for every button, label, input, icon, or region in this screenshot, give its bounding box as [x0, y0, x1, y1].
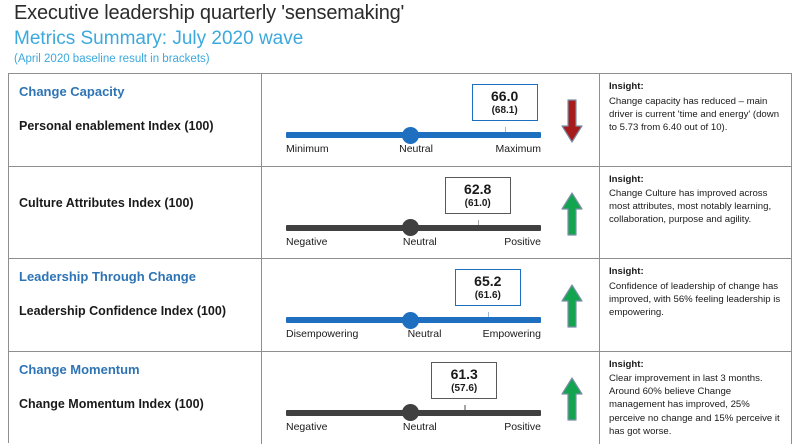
metric-insight-cell: Insight:Change Culture has improved acro…	[600, 167, 792, 259]
insight-text: Change capacity has reduced – main drive…	[609, 95, 782, 135]
metric-category: Change Momentum	[19, 362, 251, 378]
metric-value-callout: 66.0(68.1)	[472, 84, 538, 121]
metric-scale-labels: Minimum Neutral Maximum	[286, 142, 541, 156]
arrow-up-icon	[559, 283, 585, 329]
scale-label-mid: Neutral	[403, 420, 437, 434]
insight-text: Confidence of leadership of change has i…	[609, 280, 782, 320]
arrow-down-icon	[559, 98, 585, 144]
page-subtitle: Metrics Summary: July 2020 wave	[14, 27, 800, 51]
insight-text: Clear improvement in last 3 months. Arou…	[609, 372, 782, 438]
arrow-up-icon	[559, 376, 585, 422]
scale-label-mid: Neutral	[408, 327, 442, 341]
metric-slider-cell: 61.3(57.6) Negative Neutral Positive	[262, 352, 600, 444]
metric-baseline-value: (68.1)	[473, 104, 537, 117]
metric-slider-cell: 66.0(68.1) Minimum Neutral Maximum	[262, 74, 600, 166]
metric-label-cell: Culture Attributes Index (100)	[9, 167, 262, 259]
metric-insight-cell: Insight:Confidence of leadership of chan…	[600, 259, 792, 351]
metric-category: Leadership Through Change	[19, 269, 251, 285]
page-title: Executive leadership quarterly 'sensemak…	[14, 2, 800, 25]
insight-heading: Insight:	[609, 81, 782, 94]
scale-label-right: Maximum	[495, 142, 541, 156]
metric-slider-track[interactable]	[286, 317, 541, 323]
scale-label-right: Positive	[504, 235, 541, 249]
metric-row: Culture Attributes Index (100) 62.8(61.0)…	[9, 167, 792, 260]
scale-label-left: Minimum	[286, 142, 329, 156]
metric-slider-track[interactable]	[286, 132, 541, 138]
metric-current-value: 61.3	[432, 366, 496, 382]
metric-baseline-value: (61.6)	[456, 289, 520, 302]
metric-slider-knob[interactable]	[402, 312, 419, 329]
metric-scale-labels: Negative Neutral Positive	[286, 235, 541, 249]
metric-slider-knob[interactable]	[402, 404, 419, 421]
metric-current-value: 65.2	[456, 273, 520, 289]
scale-label-mid: Neutral	[403, 235, 437, 249]
metric-baseline-value: (57.6)	[432, 382, 496, 395]
scale-label-left: Negative	[286, 235, 327, 249]
metric-slider-track[interactable]	[286, 410, 541, 416]
metric-index-name: Personal enablement Index (100)	[19, 118, 251, 134]
metric-category: Change Capacity	[19, 84, 251, 100]
slide-header: Executive leadership quarterly 'sensemak…	[0, 0, 800, 66]
metric-index-name: Culture Attributes Index (100)	[19, 195, 251, 211]
metric-insight-cell: Insight:Change capacity has reduced – ma…	[600, 74, 792, 166]
scale-label-left: Disempowering	[286, 327, 358, 341]
insight-heading: Insight:	[609, 359, 782, 372]
arrow-up-icon	[559, 191, 585, 237]
metric-slider-track[interactable]	[286, 225, 541, 231]
insight-text: Change Culture has improved across most …	[609, 187, 782, 227]
scale-label-left: Negative	[286, 420, 327, 434]
metric-slider-knob[interactable]	[402, 127, 419, 144]
metric-slider-cell: 62.8(61.0) Negative Neutral Positive	[262, 167, 600, 259]
metric-insight-cell: Insight:Clear improvement in last 3 mont…	[600, 352, 792, 444]
metric-index-name: Change Momentum Index (100)	[19, 396, 251, 412]
metric-value-callout: 61.3(57.6)	[431, 362, 497, 399]
metric-scale-labels: Disempowering Neutral Empowering	[286, 327, 541, 341]
scale-label-right: Positive	[504, 420, 541, 434]
scale-label-mid: Neutral	[399, 142, 433, 156]
metric-current-value: 66.0	[473, 88, 537, 104]
scale-label-right: Empowering	[483, 327, 541, 341]
metric-scale-labels: Negative Neutral Positive	[286, 420, 541, 434]
metric-slider-knob[interactable]	[402, 219, 419, 236]
metric-value-callout: 62.8(61.0)	[445, 177, 511, 214]
insight-heading: Insight:	[609, 266, 782, 279]
page-note: (April 2020 baseline result in brackets)	[14, 52, 800, 66]
insight-heading: Insight:	[609, 174, 782, 187]
metric-index-name: Leadership Confidence Index (100)	[19, 303, 251, 319]
metric-current-value: 62.8	[446, 181, 510, 197]
metric-value-callout: 65.2(61.6)	[455, 269, 521, 306]
metric-baseline-value: (61.0)	[446, 197, 510, 210]
metric-slider-cell: 65.2(61.6) Disempowering Neutral Empowering	[262, 259, 600, 351]
